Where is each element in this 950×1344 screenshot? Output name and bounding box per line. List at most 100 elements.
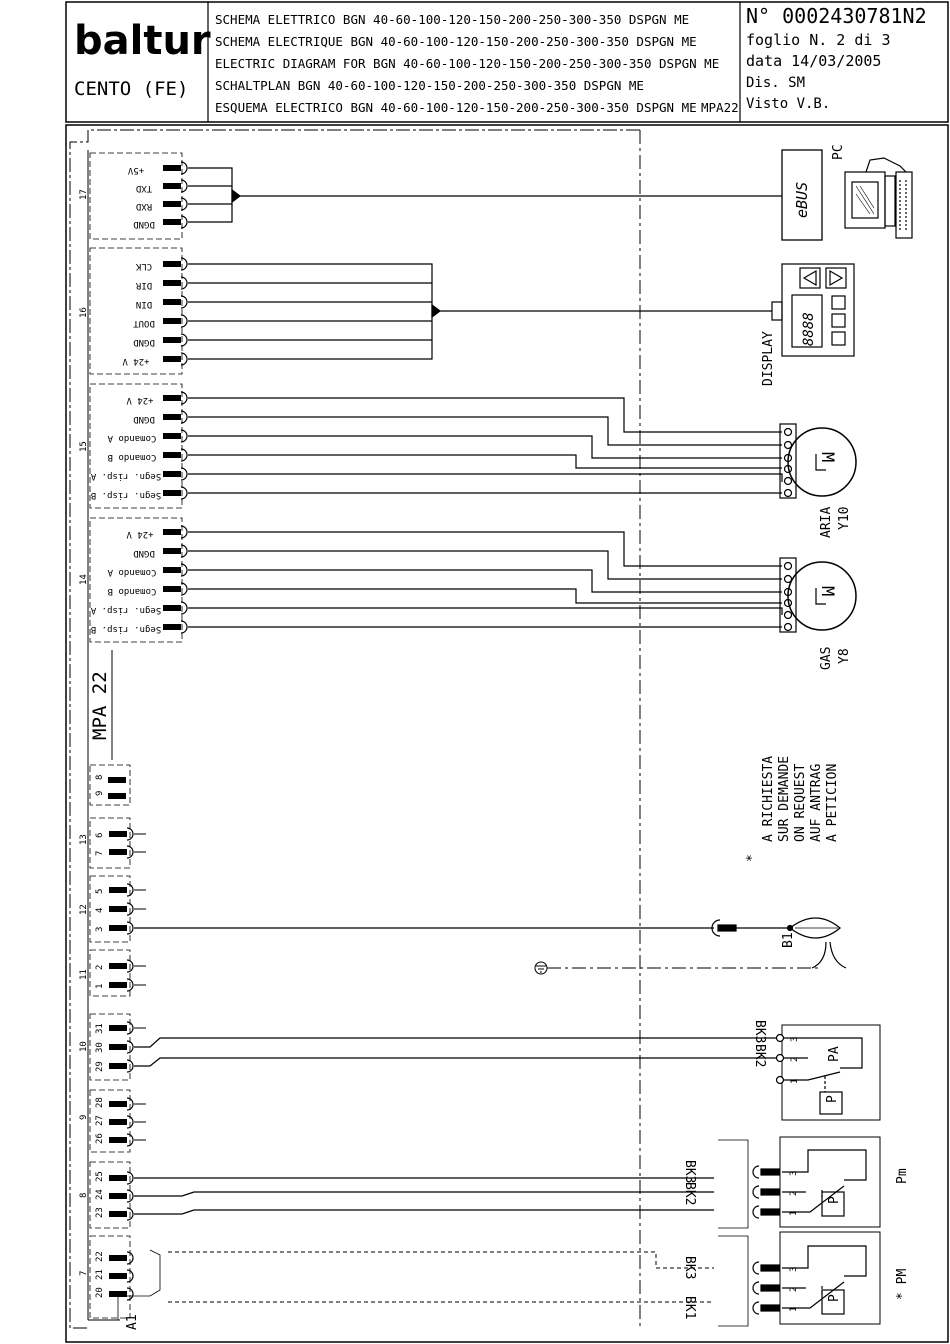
connector-14-pin-segn-a: Segn. risp. A [90,605,161,615]
pc-label: PC [831,144,846,160]
connector-9: 9 28 27 26 [79,1089,146,1153]
on-request-note: * A RICHIESTA SUR DEMANDE ON REQUEST AUF… [745,756,840,862]
connector-8-pin-24: 24 [95,1189,105,1200]
connector-12: 12 5 4 3 [79,875,146,943]
note-line-1: A RICHIESTA [761,756,776,842]
max-gas-pressure-switch [718,1231,881,1327]
connector-13-pin-9: 9 [95,791,105,796]
connector-8: 8 25 24 23 [79,1161,134,1229]
title-es: ESQUEMA ELECTRICO BGN 40-60-100-120-150-… [215,100,697,115]
connector-16-pin-din: DIN [136,299,152,309]
connector-13-pin-8: 8 [95,775,105,780]
air-motor [779,423,857,499]
connector-14-pin-comando-b: Comando B [108,586,157,596]
pm-high-terminal-3: 3 [789,1267,799,1272]
connector-9-pin-26: 26 [95,1133,105,1144]
pc-icon [844,157,913,239]
pm-high-label: * PM [895,1269,910,1300]
flame-sensor-label: B1 [781,932,796,948]
title-it: SCHEMA ELETTRICO BGN 40-60-100-120-150-2… [215,12,689,27]
pm-high-wiring [168,1251,714,1303]
gas-motor-label-2: Y8 [837,648,852,664]
display-readout: 8888 [801,312,817,346]
air-motor-label-2: Y10 [837,507,852,530]
air-pressure-switch [775,1024,881,1121]
pa-cable-bk2: BK2 [752,1044,767,1067]
display-unit [771,263,855,357]
gas-motor-label-1: GAS [819,647,834,670]
connector-14: 14 +24 V DGND Comando A Comando B Segn. … [79,517,188,643]
gas-motor-wiring [188,531,783,628]
title-block: baltur CENTO (FE) SCHEMA ELETTRICO BGN 4… [65,1,949,123]
connector-15: 15 +24 V DGND Comando A Comando B Segn. … [79,383,188,509]
connector-15-pin-24v: +24 V [126,395,154,405]
pm-high-terminal-2: 2 [789,1287,799,1292]
pm-low-terminal-3: 3 [789,1171,799,1176]
note-line-3: ON REQUEST [793,764,808,842]
note-line-2: SUR DEMANDE [777,756,792,842]
connector-17: 17 +5V TXD RXD DGND [79,152,188,240]
module-outline [69,129,641,1330]
connector-12-pin-4: 4 [95,908,105,913]
connector-10-pin-31: 31 [95,1023,105,1034]
connector-7-pin-20: 20 [95,1287,105,1298]
connector-10-pin-29: 29 [95,1061,105,1072]
connector-13-pin-6: 6 [95,833,105,838]
pa-wiring [134,1037,780,1067]
connector-16-pin-clk: CLK [135,261,152,271]
arrow-right-icon [829,269,844,287]
connector-16-pin-24v: +24 V [122,356,150,366]
ebus-wiring [188,167,782,223]
connector-8-number: 8 [79,1193,89,1198]
pm-high-p-symbol: P [827,1294,842,1302]
pa-label: PA [827,1046,842,1062]
note-line-5: A PETICION [825,764,840,842]
pm-low-wiring [134,1177,714,1215]
connector-17-pin-5v: +5V [127,165,144,175]
pm-low-cable-bk3: BK3 [682,1160,697,1183]
connector-15-pin-segn-a: Segn. risp. A [90,471,161,481]
connector-15-pin-dgnd: DGND [133,414,155,424]
connector-13-pin-7: 7 [95,851,105,856]
pm-low-cable-bk2: BK2 [682,1182,697,1205]
connector-7-pin-21: 21 [95,1269,105,1280]
title-de: SCHALTPLAN BGN 40-60-100-120-150-200-250… [215,78,644,93]
connector-7-pin-22: 22 [95,1251,105,1262]
connector-12-pin-3: 3 [95,927,105,932]
note-mark: * [745,854,760,862]
title-en: ELECTRIC DIAGRAM FOR BGN 40-60-100-120-1… [215,56,719,71]
sheet-number: foglio N. 2 di 3 [746,31,891,49]
title-suffix: MPA22 [701,100,739,115]
connector-16-pin-dout: DOUT [133,318,155,328]
gas-motor [779,557,857,633]
gas-motor-symbol: M [817,586,837,596]
connector-14-number: 14 [79,574,89,585]
connector-7: 7 22 21 20 [79,1235,134,1319]
connector-16-pin-dir: DIR [135,280,152,290]
connector-16-number: 16 [79,307,89,318]
connector-14-pin-24v: +24 V [126,529,154,539]
connector-14-pin-segn-b: Segn. risp. B [91,624,161,634]
pa-p-symbol: P [825,1095,840,1103]
title-fr: SCHEMA ELECTRIQUE BGN 40-60-100-120-150-… [215,34,697,49]
pm-low-terminal-2: 2 [789,1191,799,1196]
connector-15-number: 15 [79,441,89,452]
pa-terminal-2: 2 [790,1057,800,1062]
connector-13-number: 13 [79,834,89,845]
air-motor-label-1: ARIA [819,507,834,538]
connector-16: 16 CLK DIR DIN DOUT DGND +24 V [79,247,188,375]
pa-cable-bk3: BK3 [752,1020,767,1043]
connector-11: 11 2 1 [79,949,146,997]
display-label: DISPLAY [761,331,776,386]
connector-17-number: 17 [79,189,89,200]
connector-15-pin-segn-b: Segn. risp. B [91,490,161,500]
pm-high-cable-bk3: BK3 [682,1256,697,1279]
connector-17-pin-dgnd: DGND [133,219,155,229]
arrow-left-icon [802,269,817,287]
air-motor-symbol: M [817,452,837,462]
connector-17-pin-txd: TXD [136,183,152,193]
connector-10-pin-30: 30 [95,1042,105,1053]
drawn-by: Dis. SM [746,75,805,91]
connector-12-pin-5: 5 [95,889,105,894]
